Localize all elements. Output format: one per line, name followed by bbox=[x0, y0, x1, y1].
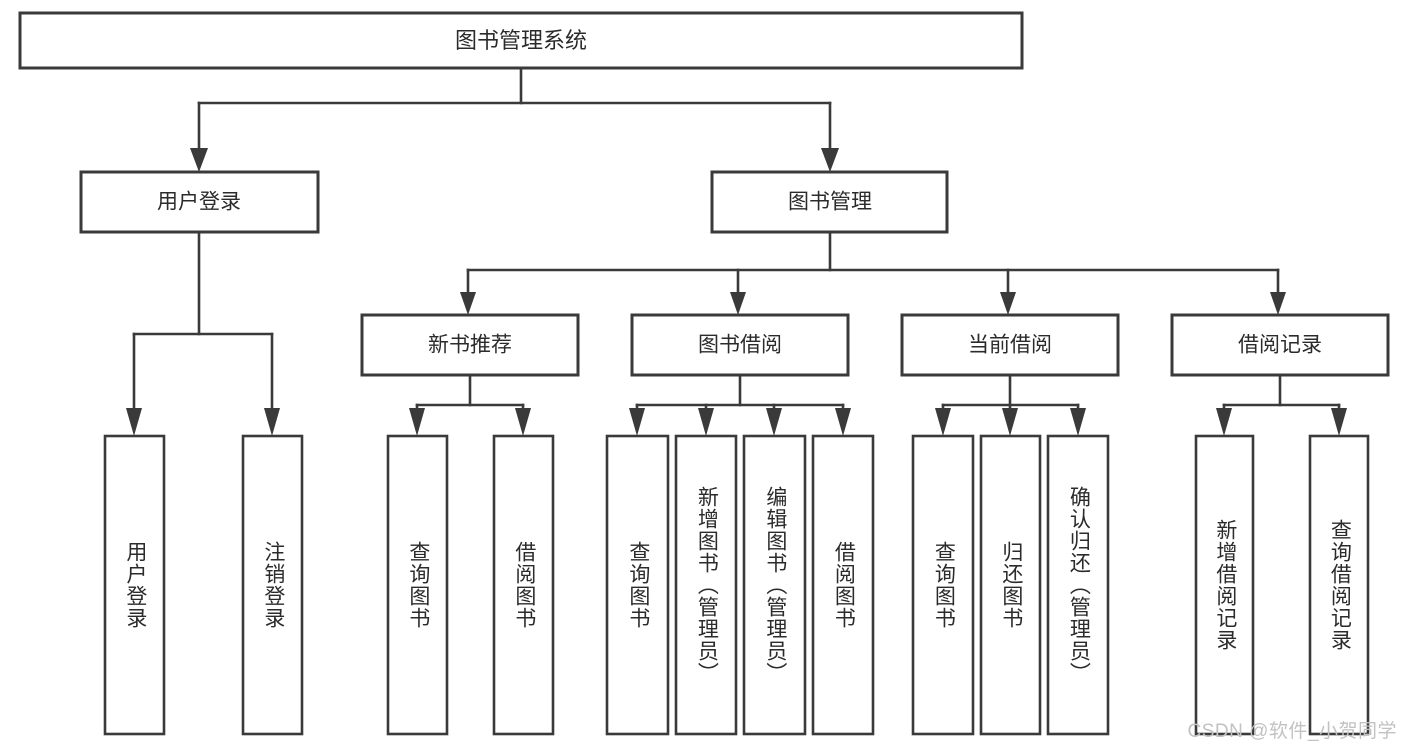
arrowhead-login-leaf-2-icon bbox=[264, 408, 280, 436]
node-current-leaf-2-box[interactable] bbox=[979, 434, 1042, 736]
arrowhead-login-leaf-1-icon bbox=[126, 408, 142, 436]
node-login[interactable]: 用户登录 bbox=[79, 170, 320, 234]
connector-group-root bbox=[190, 66, 839, 172]
connector-group-newbook-leaves bbox=[409, 373, 531, 436]
csdn-watermark: CSDN @软件_小贺同学 bbox=[1187, 721, 1397, 742]
arrowhead-root-to-login-icon bbox=[190, 148, 208, 172]
arrowhead-to-newbook-icon bbox=[460, 292, 476, 315]
arrowhead-newbook-leaf-2-icon bbox=[515, 408, 531, 436]
arrowhead-newbook-leaf-1-icon bbox=[409, 408, 425, 436]
node-bookmgmt[interactable]: 图书管理 bbox=[710, 170, 949, 234]
arrowhead-records-leaf-1-icon bbox=[1216, 408, 1232, 436]
node-borrow-leaf-1-box[interactable] bbox=[605, 434, 670, 736]
arrowhead-current-leaf-2-icon bbox=[1002, 408, 1018, 436]
connector-group-current-leaves bbox=[935, 373, 1086, 436]
arrowhead-borrow-leaf-1-icon bbox=[629, 408, 645, 436]
node-records-label: 借阅记录 bbox=[1238, 334, 1322, 357]
node-records[interactable]: 借阅记录 bbox=[1170, 313, 1390, 377]
arrowhead-to-borrow-icon bbox=[730, 292, 746, 315]
arrowhead-borrow-leaf-4-icon bbox=[835, 408, 851, 436]
arrowhead-current-leaf-3-icon bbox=[1070, 408, 1086, 436]
node-login-leaf-2-box[interactable] bbox=[241, 434, 304, 736]
connector-group-login-leaves bbox=[126, 230, 280, 436]
arrowhead-current-leaf-1-icon bbox=[935, 408, 951, 436]
node-login-leaf-1-box[interactable] bbox=[103, 434, 166, 736]
arrowhead-to-current-icon bbox=[1000, 292, 1016, 315]
node-records-box[interactable] bbox=[1170, 313, 1390, 377]
node-newbook-box[interactable] bbox=[360, 313, 580, 377]
node-bookmgmt-label: 图书管理 bbox=[788, 191, 872, 214]
node-newbook-leaf-2-box[interactable] bbox=[492, 434, 555, 736]
node-records-leaf-2-box[interactable] bbox=[1308, 434, 1370, 736]
connector-group-bookmgmt bbox=[460, 230, 1286, 315]
node-borrow-leaf-2-box[interactable] bbox=[674, 434, 738, 736]
arrowhead-records-leaf-2-icon bbox=[1331, 408, 1347, 436]
arrowhead-root-to-bookmgmt-icon bbox=[821, 148, 839, 172]
node-borrow-box[interactable] bbox=[630, 313, 850, 377]
node-root-box[interactable] bbox=[18, 11, 1024, 70]
node-current-label: 当前借阅 bbox=[968, 334, 1052, 357]
node-newbook-label: 新书推荐 bbox=[428, 334, 512, 357]
connector-group-borrow-leaves bbox=[629, 373, 851, 436]
node-current-box[interactable] bbox=[900, 313, 1120, 377]
node-borrow-leaf-3-box[interactable] bbox=[742, 434, 807, 736]
node-newbook-leaf-1-box[interactable] bbox=[386, 434, 449, 736]
node-borrow-leaf-4-box[interactable] bbox=[811, 434, 875, 736]
node-current-leaf-1-box[interactable] bbox=[911, 434, 975, 736]
arrowhead-borrow-leaf-3-icon bbox=[766, 408, 782, 436]
node-root-label: 图书管理系统 bbox=[455, 28, 587, 53]
arrowhead-to-records-icon bbox=[1270, 292, 1286, 315]
connector-group-records-leaves bbox=[1216, 373, 1347, 436]
node-bookmgmt-box[interactable] bbox=[710, 170, 949, 234]
node-current-leaf-3-box[interactable] bbox=[1046, 434, 1110, 736]
node-borrow-label: 图书借阅 bbox=[698, 334, 782, 357]
arrowhead-borrow-leaf-2-icon bbox=[698, 408, 714, 436]
node-newbook[interactable]: 新书推荐 bbox=[360, 313, 580, 377]
node-current[interactable]: 当前借阅 bbox=[900, 313, 1120, 377]
node-root[interactable]: 图书管理系统 bbox=[18, 11, 1024, 70]
node-borrow[interactable]: 图书借阅 bbox=[630, 313, 850, 377]
node-login-label: 用户登录 bbox=[157, 191, 241, 214]
node-login-box[interactable] bbox=[79, 170, 320, 234]
node-records-leaf-1-box[interactable] bbox=[1194, 434, 1255, 736]
